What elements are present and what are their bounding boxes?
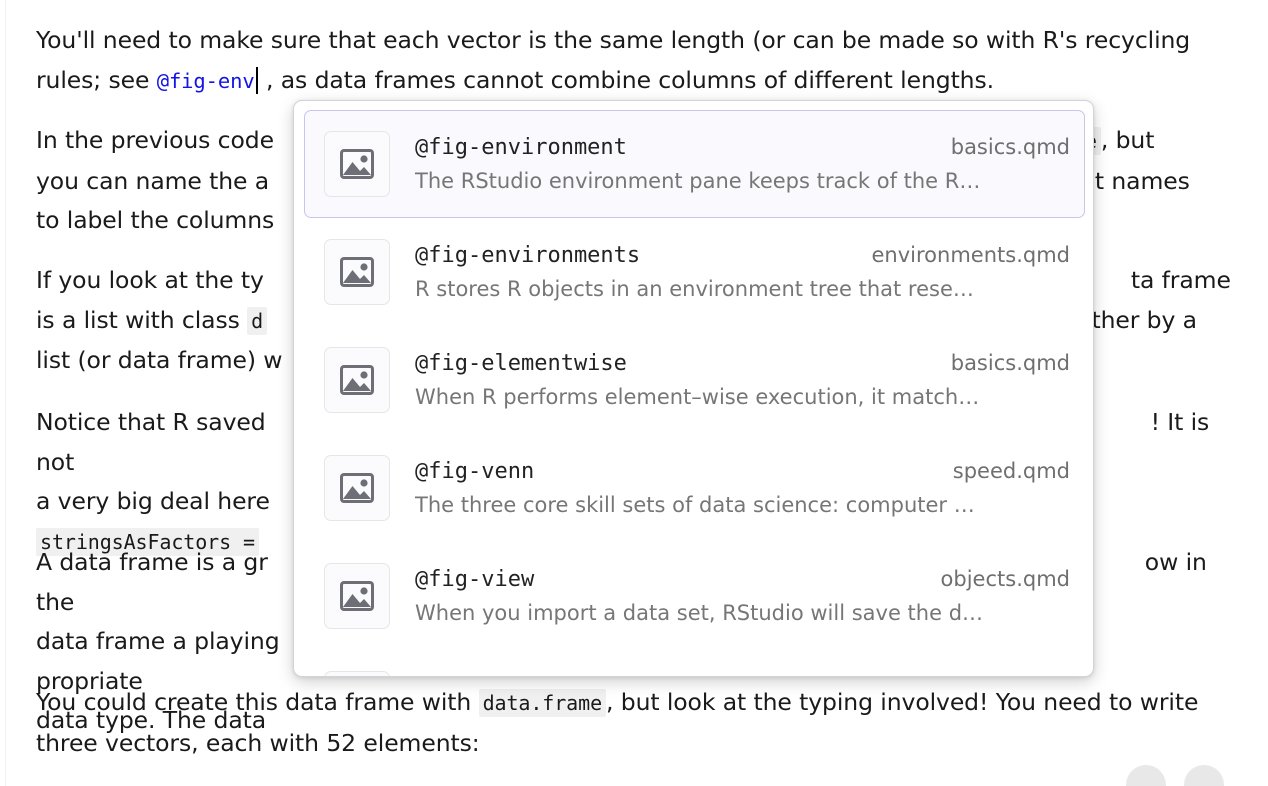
- text-caret: [255, 66, 258, 94]
- autocomplete-item-header: @fig-environments environments.qmd: [415, 243, 1070, 268]
- autocomplete-item-title: @fig-venn: [415, 459, 535, 484]
- paragraph-4-line1-b: ! It is not: [36, 408, 1210, 476]
- autocomplete-item-body: @fig-environments environments.qmd R store…: [415, 243, 1076, 301]
- paragraph-1-text-a: You'll need to make sure that each vecto…: [36, 26, 1191, 94]
- autocomplete-item-file: basics.qmd: [950, 351, 1070, 375]
- paragraph-5-line1-a: A data frame is a gr: [36, 548, 268, 576]
- image-placeholder-icon: [324, 131, 390, 197]
- paragraph-3-line1-a: If you look at the ty: [36, 266, 264, 294]
- paragraph-4[interactable]: Notice that R saved! It is not a very big…: [36, 403, 1232, 562]
- paragraph-2-line2-b: nt names: [1080, 166, 1190, 195]
- paragraph-1-text-b: , as data frames cannot combine columns …: [258, 65, 994, 94]
- paragraph-3-line1-b: ta frame: [1130, 266, 1231, 294]
- autocomplete-item-description: The three core skill sets of data scienc…: [415, 493, 975, 517]
- autocomplete-item-header: @fig-elementwise basics.qmd: [415, 351, 1070, 376]
- autocomplete-item-description: When R performs element–wise execution, …: [415, 385, 980, 409]
- paragraph-5-line3: data type. The data: [36, 706, 267, 734]
- autocomplete-item-title: @fig-environment: [415, 135, 627, 160]
- inline-code-dataframe: data.frame: [478, 689, 607, 717]
- editor-gutter-rule: [5, 0, 6, 786]
- autocomplete-item-file: speed.qmd: [952, 459, 1070, 483]
- paragraph-1[interactable]: You'll need to make sure that each vecto…: [36, 21, 1232, 101]
- paragraph-2-line3: to label the columns: [36, 206, 275, 234]
- image-placeholder-icon: [324, 347, 390, 413]
- fab-right-button[interactable]: [1184, 765, 1224, 786]
- xref-token[interactable]: @fig-env: [156, 68, 255, 93]
- paragraph-4-line1: Notice that R saved: [36, 408, 266, 436]
- paragraph-5-line2-b: propriate: [36, 666, 143, 695]
- paragraph-2-line2-a: you can name the a: [36, 166, 270, 195]
- autocomplete-item-title: @fig-elementwise: [415, 351, 627, 376]
- fab-left-button[interactable]: [1126, 765, 1166, 786]
- inline-code-stringsasfactors: stringsAsFactors =: [36, 527, 259, 556]
- paragraph-3-line3: list (or data frame) w: [36, 346, 283, 374]
- autocomplete-item-header: @fig-environment basics.qmd: [415, 135, 1070, 160]
- paragraph-6[interactable]: You could create this data frame with da…: [36, 683, 1232, 763]
- paragraph-5-line2-a: data frame a playing: [36, 627, 280, 655]
- inline-code-class: d: [247, 306, 268, 335]
- autocomplete-item-title: @fig-view: [415, 567, 535, 592]
- image-placeholder-icon: [324, 671, 390, 676]
- autocomplete-item-file: environments.qmd: [871, 243, 1070, 267]
- paragraph-2-text-b: , but: [1100, 126, 1155, 154]
- autocomplete-item-partial[interactable]: [304, 650, 1085, 676]
- image-placeholder-icon: [324, 239, 390, 305]
- autocomplete-item-file: basics.qmd: [950, 135, 1070, 159]
- autocomplete-item-file: objects.qmd: [940, 567, 1070, 591]
- paragraph-3-line2-a: is a list with class: [36, 305, 248, 334]
- autocomplete-item-description: The RStudio environment pane keeps track…: [415, 169, 981, 193]
- image-placeholder-icon: [324, 455, 390, 521]
- autocomplete-item-header: @fig-venn speed.qmd: [415, 459, 1070, 484]
- autocomplete-item-header: @fig-view objects.qmd: [415, 567, 1070, 592]
- paragraph-3-line2-b: ether by a: [1077, 305, 1197, 334]
- autocomplete-item-description: When you import a data set, RStudio will…: [415, 601, 984, 625]
- paragraph-6-text-a: You could create this data frame with: [36, 688, 479, 716]
- autocomplete-item-description: R stores R objects in an environment tre…: [415, 277, 974, 301]
- paragraph-2-text-a: In the previous code: [36, 126, 274, 154]
- paragraph-6-text-b: , but look at the typing involved! You n…: [36, 688, 1199, 757]
- image-placeholder-icon: [324, 563, 390, 629]
- paragraph-5-line1-b: ow in the: [36, 548, 1207, 616]
- autocomplete-item-fig-environments[interactable]: @fig-environments environments.qmd R store…: [304, 218, 1085, 326]
- autocomplete-item-title: @fig-environments: [415, 243, 641, 268]
- paragraph-4-line2: a very big deal here: [36, 487, 270, 515]
- paragraph-3[interactable]: If you look at the ty ta frame is a list w…: [36, 261, 1232, 381]
